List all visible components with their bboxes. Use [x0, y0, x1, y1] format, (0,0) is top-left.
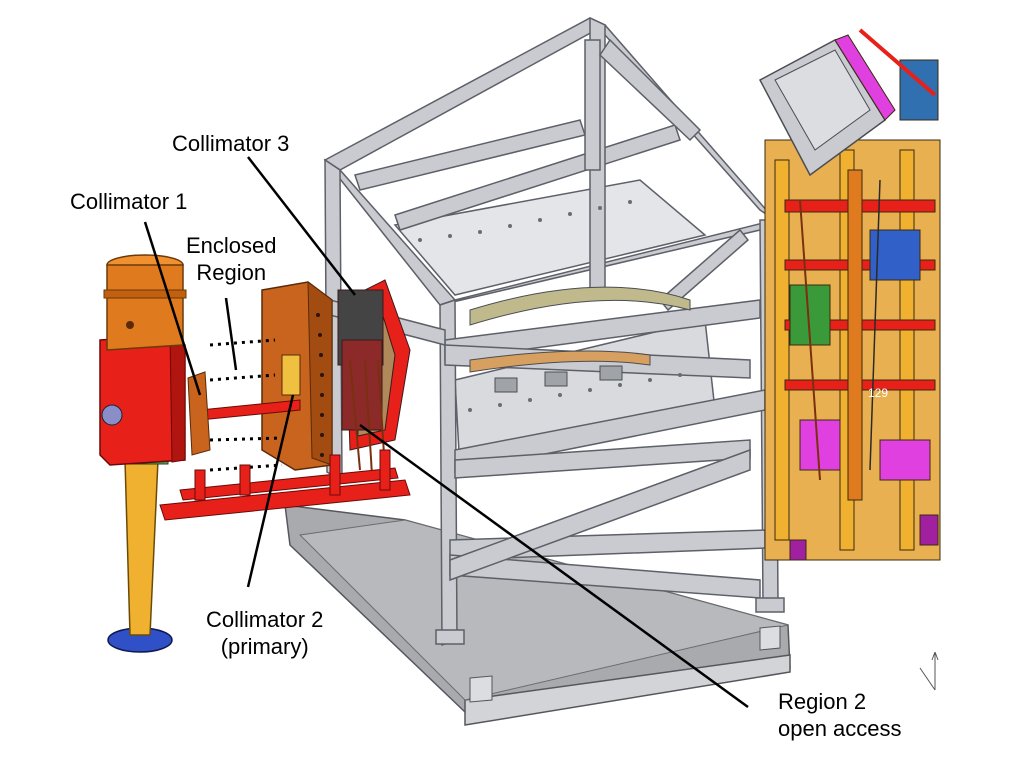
label-collimator-1: Collimator 1 — [70, 189, 188, 214]
steel-frame — [323, 16, 785, 647]
label-collimator-2-line1: Collimator 2 — [206, 607, 324, 632]
axis-indicator — [919, 651, 939, 691]
label-region-2-line1: Region 2 — [778, 689, 867, 714]
leader-enclosed-region — [224, 297, 238, 371]
label-enclosed-region-line2: Region — [196, 260, 267, 285]
collimator-2-plate — [261, 280, 333, 471]
enclosed-region-outline — [209, 338, 283, 472]
leader-collimator-2 — [246, 394, 295, 588]
leader-collimator-1 — [143, 221, 202, 396]
label-enclosed-region-line1: Enclosed — [186, 233, 277, 258]
label-enclosed-region: Enclosed Region — [186, 232, 277, 286]
collimator-1-column — [99, 254, 211, 653]
leader-collimator-3 — [247, 156, 356, 296]
right-detector-structure — [758, 28, 941, 561]
base-platform — [284, 504, 791, 726]
leader-region-2 — [359, 423, 749, 709]
label-region-2: Region 2 open access — [778, 688, 902, 742]
panel-rivets — [418, 200, 682, 412]
label-collimator-2: Collimator 2 (primary) — [206, 606, 323, 660]
leader-lines — [143, 156, 749, 709]
label-collimator-2-line2: (primary) — [220, 634, 309, 659]
label-collimator-3: Collimator 3 — [172, 131, 290, 156]
collimator-3-assembly — [337, 279, 411, 476]
part-number-tag: 129 — [868, 386, 888, 400]
label-region-2-line2: open access — [778, 716, 902, 741]
detector-panels — [469, 286, 691, 393]
